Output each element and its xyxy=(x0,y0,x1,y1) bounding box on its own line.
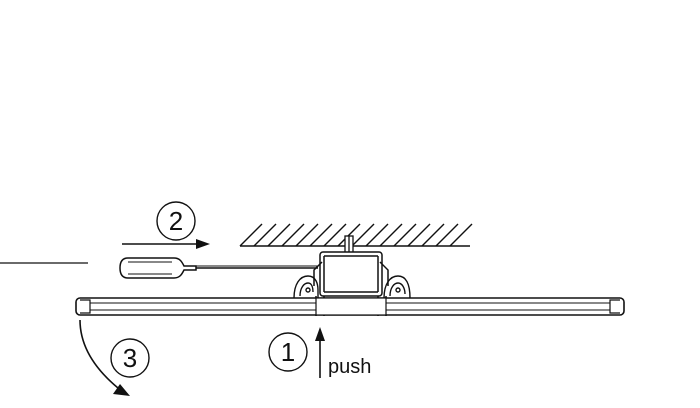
clip-left xyxy=(293,275,319,299)
panel xyxy=(75,297,625,316)
step-2-number: 2 xyxy=(169,206,183,236)
step-2-marker: 2 xyxy=(156,201,196,241)
step-1-marker: 1 xyxy=(268,332,308,372)
step-3-marker: 3 xyxy=(110,338,150,378)
step-1-number: 1 xyxy=(281,337,295,367)
arrow-up-icon xyxy=(315,327,325,378)
clip-right xyxy=(383,275,411,299)
ceiling-hatch xyxy=(239,223,473,247)
mounting-bracket xyxy=(313,251,389,316)
screwdriver-icon xyxy=(119,257,318,279)
curved-arrow-icon xyxy=(79,319,130,396)
arrow-right-icon xyxy=(122,239,210,249)
push-label: push xyxy=(328,356,371,378)
step-3-number: 3 xyxy=(123,343,137,373)
